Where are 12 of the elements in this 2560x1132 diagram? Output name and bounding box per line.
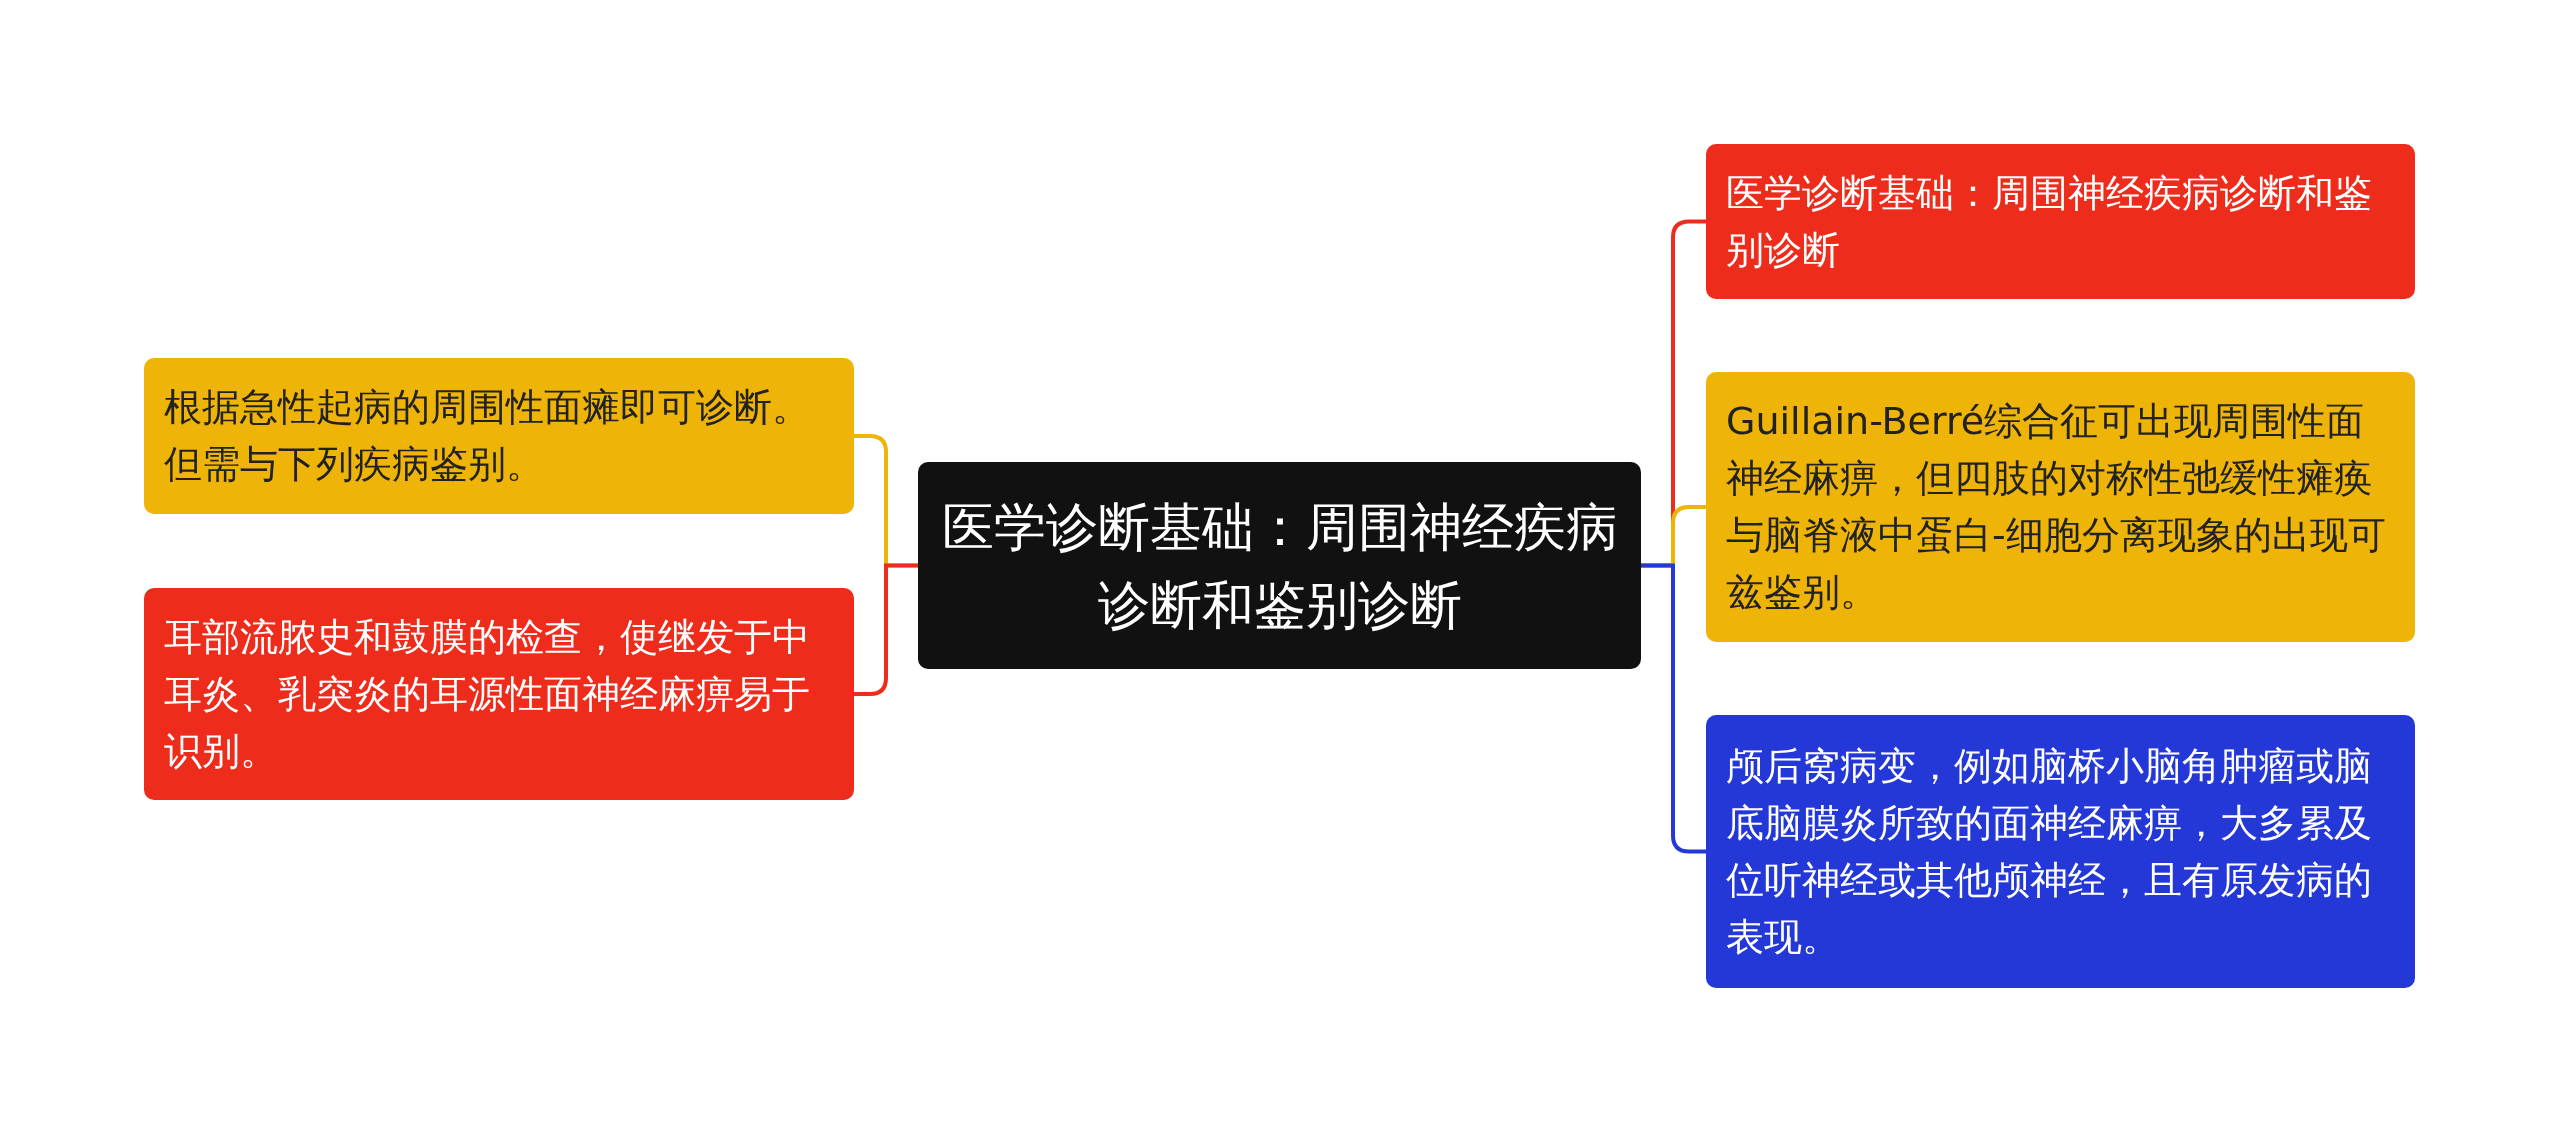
topic-box [144, 358, 854, 514]
topic-text: 颅后窝病变，例如脑桥小脑角肿瘤或脑底脑膜炎所致的面神经麻痹，大多累及位听神经或其他颅神经，且有原发病的表现。 [1726, 742, 2373, 961]
topic-box [1706, 715, 2415, 988]
topic-box [1706, 144, 2415, 299]
topic-text: 医学诊断基础：周围神经疾病诊断和鉴别诊断 [1726, 169, 2373, 274]
topic-text: 根据急性起病的周围性面瘫即可诊断。但需与下列疾病鉴别。 [164, 384, 811, 488]
topic-text: Guillain-Berré综合征可出现周围性面神经麻痹，但四肢的对称性弛缓性瘫痪与脑脊液中蛋白-细胞分离现象的出现可兹鉴别。 [1726, 398, 2387, 616]
topic-box [144, 588, 854, 800]
central-topic-box [918, 462, 1641, 669]
topic-text: 耳部流脓史和鼓膜的检查，使继发于中耳炎、乳突炎的耳源性面神经麻痹易于识别。 [164, 613, 811, 775]
topic-box [1706, 372, 2415, 642]
topic-text: 医学诊断基础：周围神经疾病诊断和鉴别诊断 [940, 495, 1619, 637]
